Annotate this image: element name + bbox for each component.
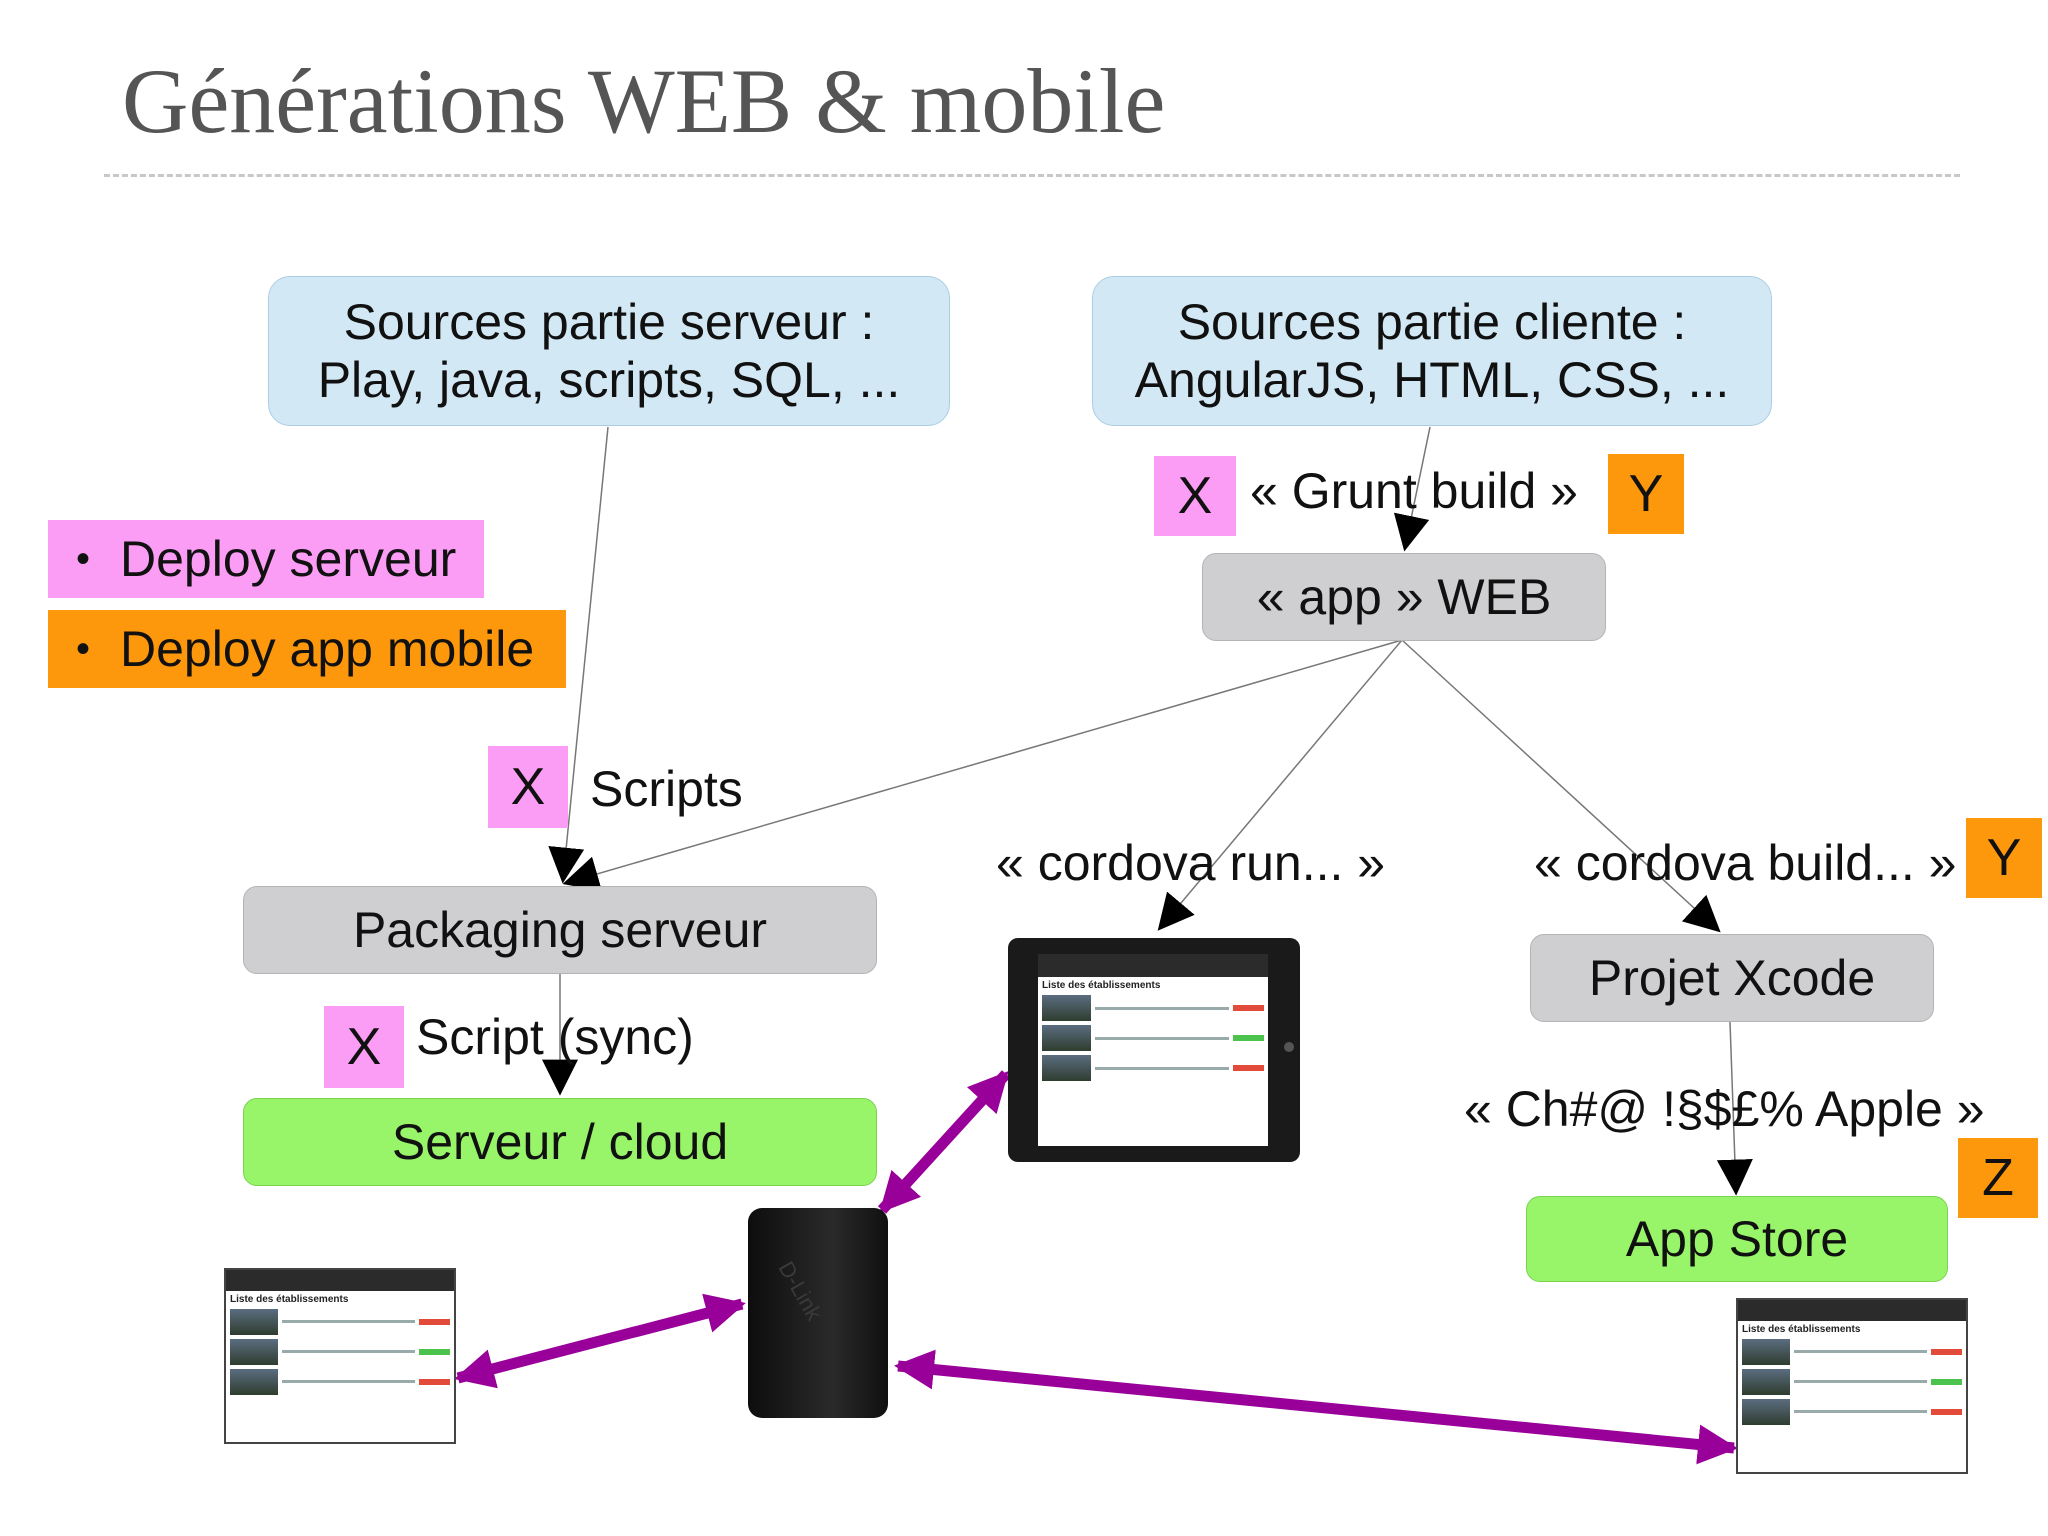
- list-item: [1742, 1368, 1962, 1395]
- screen-navbar: [1038, 954, 1268, 978]
- desktop-screen: Liste des établissements: [224, 1268, 456, 1444]
- page-title: Générations WEB & mobile: [122, 50, 1166, 152]
- edge-appweb-to-xcode: [1401, 639, 1721, 933]
- screen-navbar: [1738, 1300, 1966, 1321]
- tag-x-scripts: X: [488, 746, 568, 828]
- list-item: [1042, 1055, 1264, 1082]
- legend-label-app-mobile: Deploy app mobile: [120, 621, 535, 677]
- list-item: [230, 1308, 450, 1335]
- projet-xcode-box: Projet Xcode: [1530, 934, 1934, 1022]
- tag-x-grunt: X: [1154, 456, 1236, 536]
- legend-deploy-serveur: • Deploy serveur: [48, 520, 484, 598]
- screen-title: Liste des établissements: [230, 1293, 349, 1305]
- label-cordova-build: « cordova build... »: [1534, 835, 1957, 891]
- edge-client-sources-to-appweb: [1393, 426, 1431, 552]
- edge-xcode-to-appstore: [1716, 1021, 1753, 1196]
- title-divider: [104, 174, 1960, 177]
- legend-deploy-app-mobile: • Deploy app mobile: [48, 610, 566, 688]
- screen-navbar: [226, 1270, 454, 1291]
- edge-server-sources-to-packaging: [548, 426, 609, 884]
- client-sources-line2: AngularJS, HTML, CSS, ...: [1134, 352, 1730, 408]
- list-item: [1742, 1338, 1962, 1365]
- tag-x-sync: X: [324, 1006, 404, 1088]
- tag-z-apple: Z: [1958, 1138, 2038, 1218]
- tag-y-cordova: Y: [1966, 818, 2042, 898]
- list-item: [1042, 995, 1264, 1022]
- list-item: [230, 1368, 450, 1395]
- laptop-screen: Liste des établissements: [1736, 1298, 1968, 1474]
- nas-device: D-Link: [748, 1208, 888, 1418]
- tablet-device: Liste des établissements: [1008, 938, 1300, 1162]
- tablet-home-button: [1284, 1042, 1294, 1052]
- client-sources-line1: Sources partie cliente :: [1177, 294, 1687, 350]
- client-sources-box: Sources partie cliente : AngularJS, HTML…: [1092, 276, 1772, 426]
- legend-bullet: •: [76, 626, 91, 671]
- list-item: [230, 1338, 450, 1365]
- list-item: [1742, 1398, 1962, 1425]
- label-cordova-run: « cordova run... »: [996, 835, 1386, 891]
- nas-brand-label: D-Link: [773, 1256, 827, 1325]
- packaging-serveur-box: Packaging serveur: [243, 886, 877, 974]
- serveur-cloud-box: Serveur / cloud: [243, 1098, 877, 1186]
- tablet-screen: Liste des établissements: [1038, 954, 1268, 1146]
- list-item: [1042, 1025, 1264, 1052]
- sync-arrow-nas-tablet: [877, 1070, 1011, 1214]
- server-sources-box: Sources partie serveur : Play, java, scr…: [268, 276, 950, 426]
- screen-title: Liste des établissements: [1742, 1323, 1861, 1335]
- app-store-box: App Store: [1526, 1196, 1948, 1282]
- sync-arrow-nas-desktop: [454, 1293, 746, 1389]
- label-grunt-build: « Grunt build »: [1250, 463, 1578, 519]
- server-sources-line1: Sources partie serveur :: [343, 294, 875, 350]
- legend-bullet: •: [76, 536, 91, 581]
- tag-y-grunt: Y: [1608, 454, 1684, 534]
- edge-appweb-to-tablet: [1157, 639, 1403, 931]
- sync-arrow-nas-laptop: [894, 1349, 1738, 1465]
- server-sources-line2: Play, java, scripts, SQL, ...: [317, 352, 901, 408]
- label-script-sync: Script (sync): [416, 1009, 694, 1065]
- screen-title: Liste des établissements: [1042, 980, 1161, 992]
- edge-appweb-to-packaging: [562, 639, 1403, 892]
- label-apple: « Ch#@ !§$£% Apple »: [1464, 1081, 1985, 1137]
- app-web-box: « app » WEB: [1202, 553, 1606, 641]
- legend-label-serveur: Deploy serveur: [120, 531, 457, 587]
- label-scripts: Scripts: [590, 761, 743, 817]
